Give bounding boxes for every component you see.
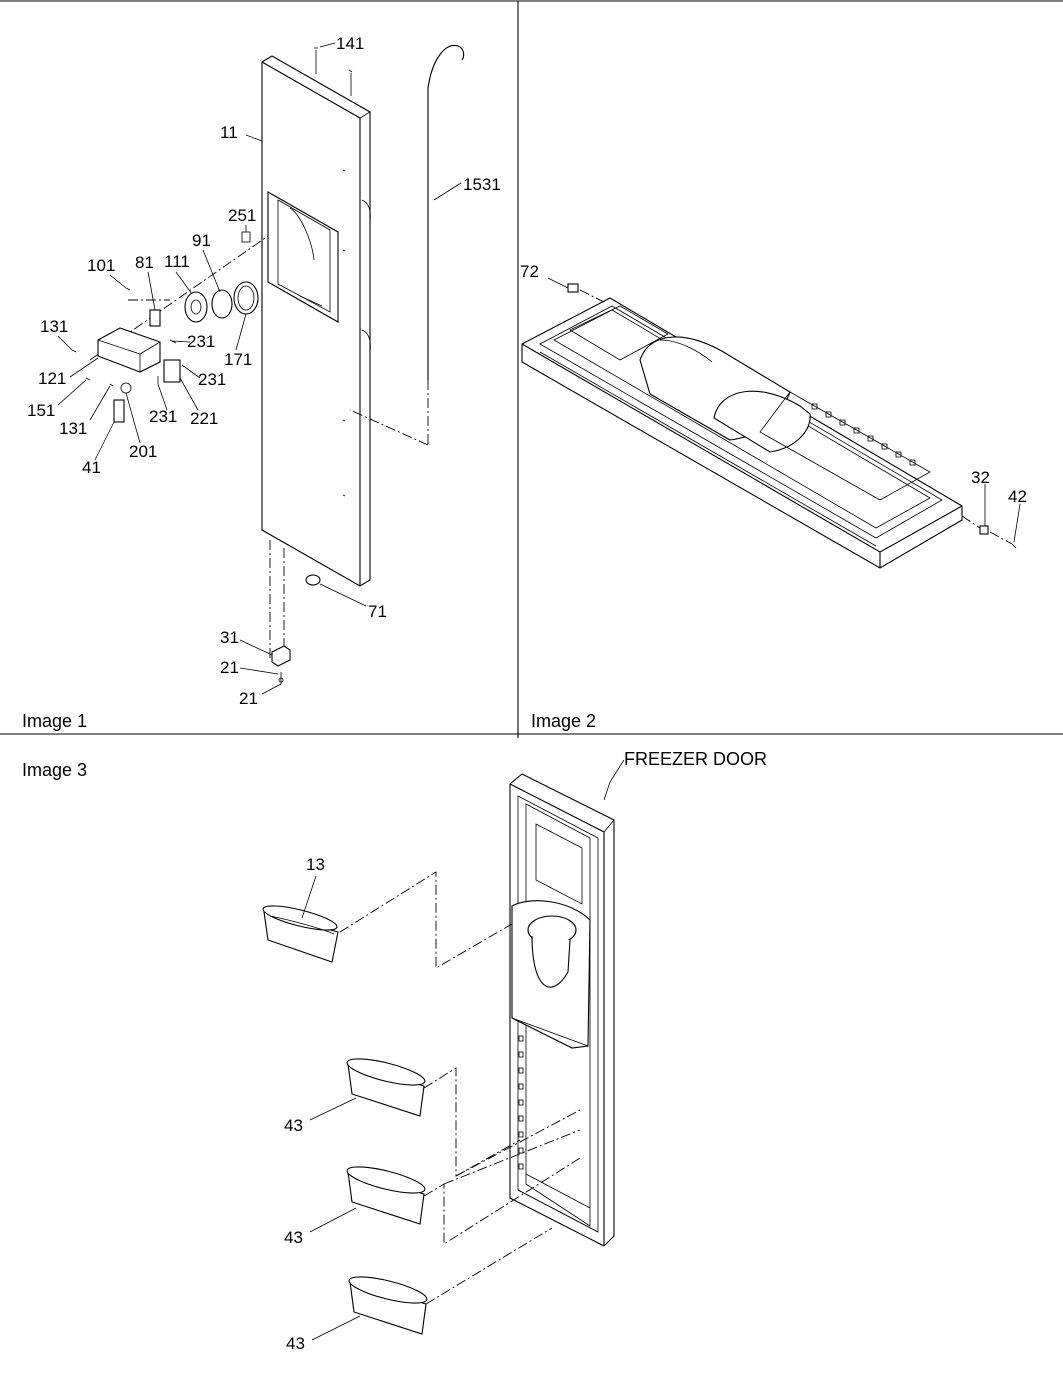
valve-block-121 (97, 327, 161, 373)
bracket-81 (149, 309, 161, 327)
callout-81: 81 (135, 253, 154, 272)
callout-131: 131 (40, 317, 68, 336)
callout-13: 13 (306, 855, 325, 874)
callout-171: 171 (224, 350, 252, 369)
housing-frame (521, 297, 963, 569)
callout-43c: 43 (286, 1334, 305, 1353)
screws-small (71, 287, 177, 387)
freezer-door (509, 773, 615, 1247)
leader-lines-image1 (57, 42, 462, 695)
hinge-31 (269, 540, 291, 684)
callout-43a: 43 (284, 1116, 303, 1135)
assembly-lines-image3 (339, 871, 581, 1305)
callout-42: 42 (1008, 487, 1027, 506)
callout-21: 21 (220, 658, 239, 677)
bushing-71 (305, 574, 321, 586)
callout-11: 11 (220, 123, 238, 142)
callout-111: 111 (164, 252, 190, 271)
ring-171 (233, 281, 259, 315)
callout-91: 91 (192, 231, 211, 250)
bin-43-c (348, 1276, 428, 1335)
callout-freezer-door: FREEZER DOOR (624, 749, 767, 769)
panel-caption-image2: Image 2 (531, 711, 596, 731)
image3-freezer-door: Image 3 (22, 749, 767, 1353)
clip-251 (241, 231, 251, 243)
panel-borders (0, 0, 1063, 738)
bin-13 (262, 905, 339, 963)
callout-71: 71 (368, 602, 387, 621)
disc-111 (184, 291, 208, 323)
callout-31: 31 (220, 628, 239, 647)
callout-251: 251 (228, 206, 256, 225)
bin-43-a (346, 1058, 426, 1117)
callout-131b: 131 (59, 419, 87, 438)
screw-141 (314, 47, 353, 96)
screw-32 (979, 525, 989, 535)
callout-121: 121 (38, 369, 66, 388)
callout-21b: 21 (239, 689, 258, 708)
callout-43b: 43 (284, 1228, 303, 1247)
callout-221: 221 (190, 409, 218, 428)
switch-221 (163, 359, 181, 383)
callout-41: 41 (82, 458, 101, 477)
callout-141: 141 (336, 34, 364, 53)
callout-151: 151 (27, 401, 55, 420)
clip-72 (567, 283, 579, 293)
callout-231: 231 (187, 332, 215, 351)
callout-201: 201 (129, 442, 157, 461)
image1-door-panel-assembly: 141 11 1531 251 91 111 81 101 131 121 15… (22, 34, 501, 731)
callout-32: 32 (971, 468, 990, 487)
panel-caption-image3: Image 3 (22, 760, 87, 780)
callout-1531: 1531 (463, 175, 501, 194)
image2-dispenser-housing: 72 32 42 Image 2 (520, 262, 1027, 731)
disc-91 (211, 289, 233, 319)
callout-72: 72 (520, 262, 539, 281)
callout-231b: 231 (198, 370, 226, 389)
bin-43-b (346, 1166, 426, 1225)
callout-231c: 231 (149, 407, 177, 426)
door-panel-11 (261, 55, 371, 587)
tube-1531 (427, 44, 465, 445)
callout-101: 101 (87, 256, 115, 275)
panel-caption-image1: Image 1 (22, 711, 87, 731)
